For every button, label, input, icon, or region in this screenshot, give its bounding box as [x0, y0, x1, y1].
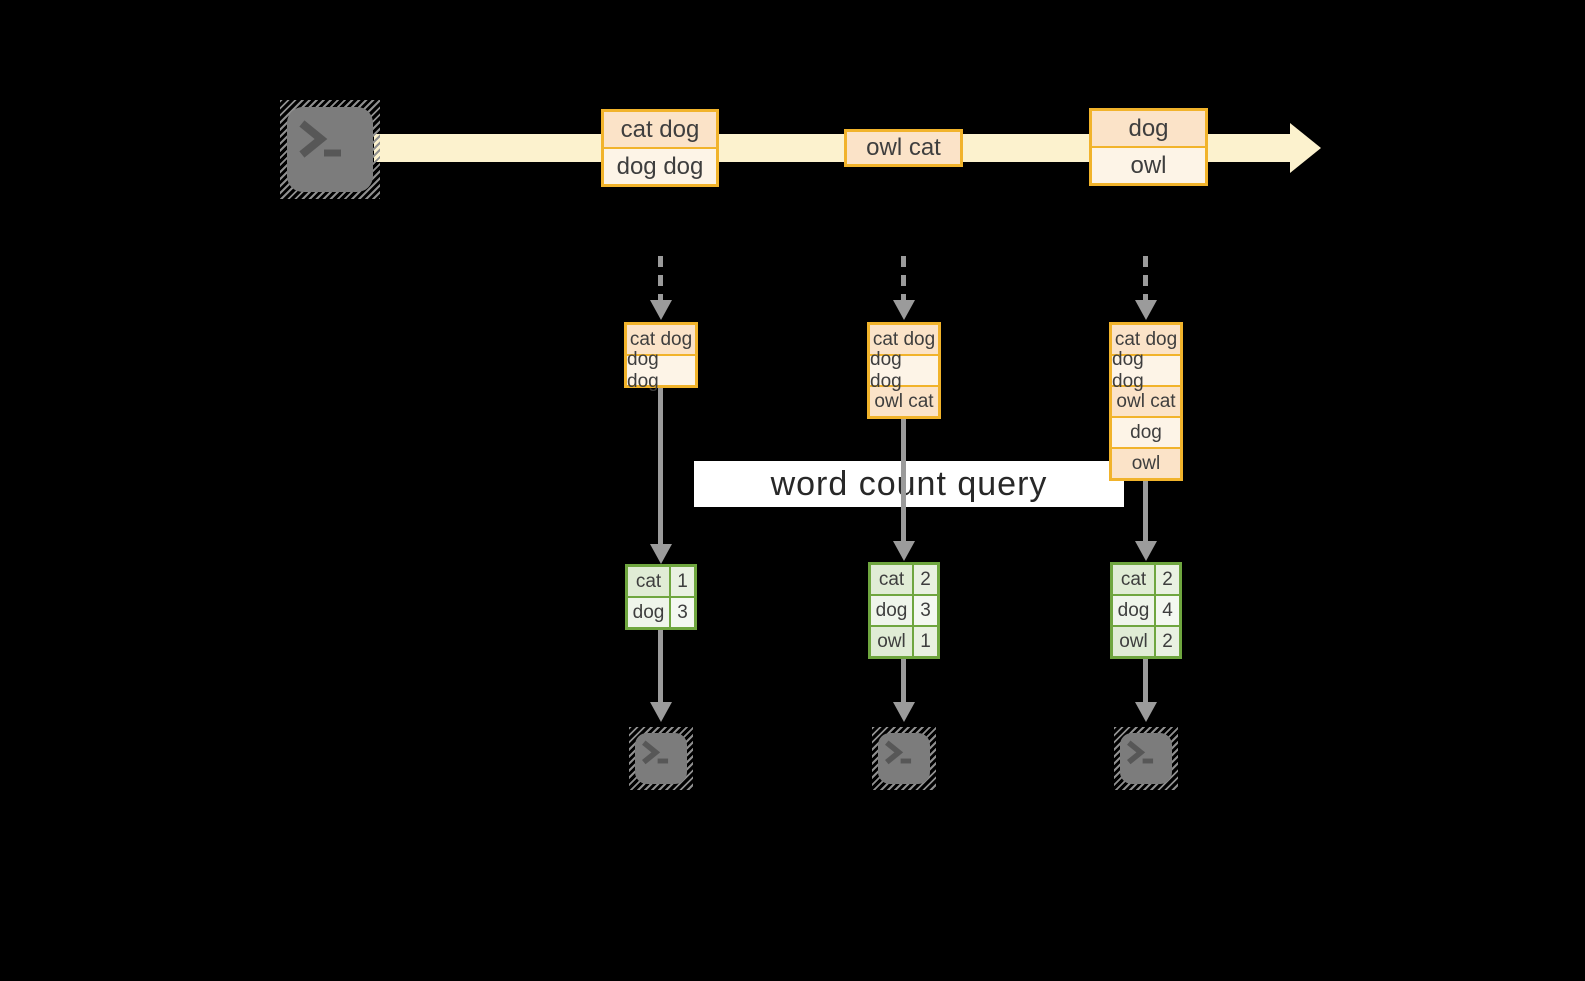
dashed-arrowhead [893, 300, 915, 320]
stream-event-row: dog dog [604, 147, 716, 184]
sink-terminal-icon-3 [1120, 733, 1172, 784]
query-arrow-line [1143, 481, 1148, 543]
buffer-row: owl cat [1112, 385, 1180, 416]
sink-terminal-icon-1 [635, 733, 687, 784]
dashed-arrow-line [901, 256, 906, 302]
count-word-cell: dog [871, 596, 914, 625]
count-row: cat 2 [871, 565, 937, 594]
buffer-row: cat dog [870, 325, 938, 354]
dashed-arrow-line [1143, 256, 1148, 302]
count-word-cell: cat [628, 567, 671, 596]
query-arrowhead [1135, 541, 1157, 561]
stream-arrowhead [1290, 123, 1321, 173]
buffer-stack-2: cat dog dog dog owl cat [867, 322, 941, 419]
count-word-cell: dog [1113, 596, 1156, 625]
source-terminal-icon [287, 107, 373, 192]
count-row: cat 1 [628, 567, 694, 596]
stream-event-box-2: owl cat [844, 129, 963, 167]
output-arrow-line [901, 659, 906, 704]
stream-event-row: owl [1092, 146, 1205, 183]
buffer-stack-1: cat dog dog dog [624, 322, 698, 392]
count-value-cell: 1 [671, 567, 694, 596]
terminal-prompt-icon [642, 740, 669, 765]
count-value-cell: 2 [1156, 565, 1179, 594]
buffer-row: cat dog [1112, 325, 1180, 354]
buffer-row: dog dog [870, 349, 938, 392]
terminal-prompt-icon [885, 740, 912, 765]
buffer-stack-3: cat dog dog dog owl cat dog owl [1109, 322, 1183, 481]
count-row: cat 2 [1113, 565, 1179, 594]
buffer-row: dog dog [1112, 349, 1180, 392]
terminal-prompt-icon [1127, 740, 1154, 765]
stream-event-row: dog [1092, 111, 1205, 146]
query-arrowhead [893, 541, 915, 561]
count-row: owl 2 [1113, 625, 1179, 656]
stream-event-row: cat dog [604, 112, 716, 147]
query-label-band: word count query [694, 461, 1124, 507]
count-row: dog 3 [628, 596, 694, 627]
count-table-3: cat 2 dog 4 owl 2 [1110, 562, 1182, 659]
output-arrowhead [650, 702, 672, 722]
count-word-cell: owl [1113, 627, 1156, 656]
count-word-cell: cat [1113, 565, 1156, 594]
output-arrowhead [893, 702, 915, 722]
query-arrow-line [901, 419, 906, 543]
query-label: word count query [770, 464, 1048, 503]
count-value-cell: 1 [914, 627, 937, 656]
count-row: owl 1 [871, 625, 937, 656]
buffer-row: cat dog [627, 325, 695, 354]
count-word-cell: owl [871, 627, 914, 656]
count-value-cell: 4 [1156, 596, 1179, 625]
sink-terminal-icon-2 [878, 733, 930, 784]
stream-event-box-1: cat dog dog dog [601, 109, 719, 187]
query-arrowhead [650, 544, 672, 564]
count-word-cell: dog [628, 598, 671, 627]
count-value-cell: 2 [1156, 627, 1179, 656]
buffer-row: owl cat [870, 385, 938, 416]
count-value-cell: 2 [914, 565, 937, 594]
stream-event-box-3: dog owl [1089, 108, 1208, 186]
count-row: dog 4 [1113, 594, 1179, 625]
stream-event-row: owl cat [847, 132, 960, 164]
count-table-2: cat 2 dog 3 owl 1 [868, 562, 940, 659]
count-value-cell: 3 [914, 596, 937, 625]
query-arrow-line [658, 388, 663, 546]
count-value-cell: 3 [671, 598, 694, 627]
terminal-prompt-icon [299, 120, 341, 158]
output-arrowhead [1135, 702, 1157, 722]
dashed-arrow-line [658, 256, 663, 302]
dashed-arrowhead [1135, 300, 1157, 320]
count-row: dog 3 [871, 594, 937, 625]
buffer-row: owl [1112, 447, 1180, 478]
count-table-1: cat 1 dog 3 [625, 564, 697, 630]
count-word-cell: cat [871, 565, 914, 594]
output-arrow-line [658, 630, 663, 704]
buffer-row: dog [1112, 416, 1180, 447]
dashed-arrowhead [650, 300, 672, 320]
buffer-row: dog dog [627, 349, 695, 392]
output-arrow-line [1143, 659, 1148, 704]
